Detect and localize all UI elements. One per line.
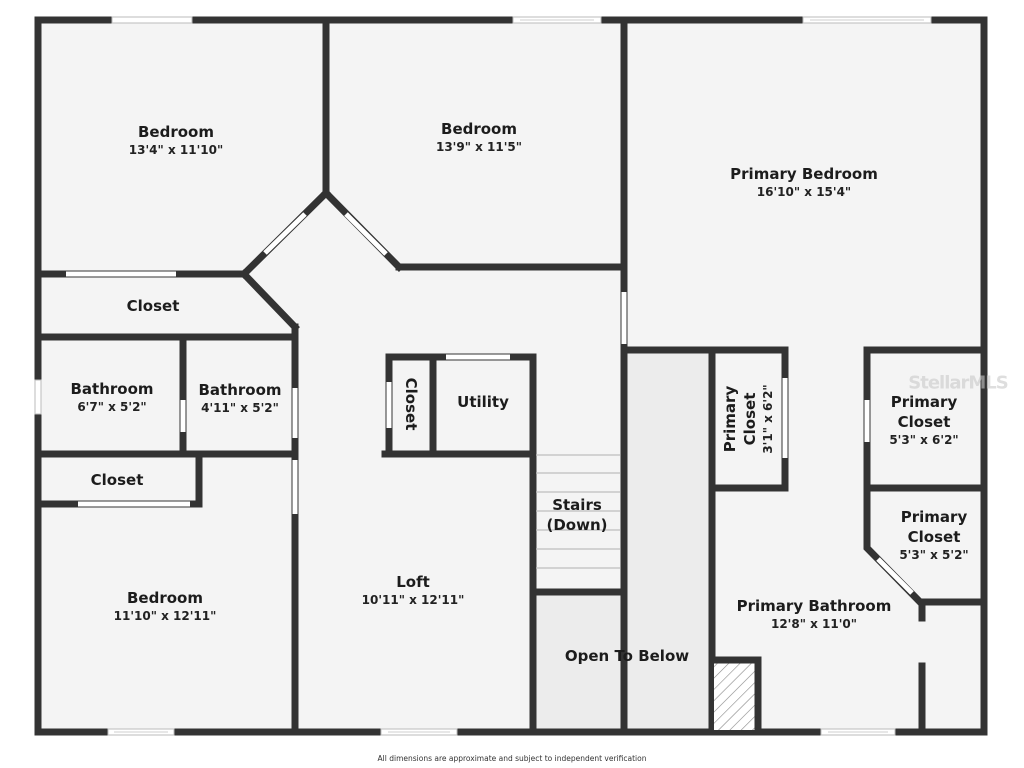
room-name-line2: Closet <box>907 528 961 546</box>
room-name-line1: Primary <box>721 385 739 453</box>
watermark-logo: StellarMLS <box>908 372 1008 394</box>
room-bathroom-1: Bathroom 6'7" x 5'2" <box>70 379 153 415</box>
room-dimensions: 10'11" x 12'11" <box>361 593 465 607</box>
room-closet-hall: Closet <box>401 378 421 431</box>
room-loft: Loft 10'11" x 12'11" <box>362 572 465 608</box>
room-closet-upper-left: Closet <box>127 296 180 316</box>
room-primary-closet-1: Primary Closet 3'1" x 6'2" <box>720 384 776 453</box>
open-to-below-area <box>536 352 710 732</box>
room-dimensions: 4'11" x 5'2" <box>201 401 279 415</box>
window <box>34 379 42 415</box>
hatched-area <box>714 662 758 730</box>
room-dimensions: 12'8" x 11'0" <box>770 617 858 631</box>
window <box>111 16 193 24</box>
room-primary-closet-3: Primary Closet 5'3" x 5'2" <box>899 507 968 563</box>
room-name: Primary Bedroom <box>730 165 878 183</box>
room-primary-bedroom: Primary Bedroom 16'10" x 15'4" <box>730 164 878 200</box>
footer-disclaimer: All dimensions are approximate and subje… <box>377 754 647 763</box>
room-dimensions: 5'3" x 6'2" <box>889 433 959 447</box>
room-stairs: Stairs (Down) <box>546 495 607 535</box>
room-primary-closet-2: Primary Closet 5'3" x 6'2" <box>889 392 958 448</box>
room-dimensions: 6'7" x 5'2" <box>77 400 147 414</box>
room-name-line1: Stairs <box>552 496 602 514</box>
room-name: Bedroom <box>138 123 214 141</box>
room-name: Bedroom <box>127 589 203 607</box>
room-name: Utility <box>457 393 509 411</box>
room-dimensions: 5'3" x 5'2" <box>899 548 969 562</box>
room-name-line2: (Down) <box>546 516 608 534</box>
room-name: Closet <box>402 377 420 431</box>
room-primary-bathroom: Primary Bathroom 12'8" x 11'0" <box>737 596 892 632</box>
room-utility: Utility <box>457 392 509 412</box>
exterior-wall <box>34 16 988 736</box>
room-bedroom-3: Bedroom 11'10" x 12'11" <box>114 588 217 624</box>
room-dimensions: 11'10" x 12'11" <box>113 609 217 623</box>
room-bedroom-2: Bedroom 13'9" x 11'5" <box>436 119 522 155</box>
room-dimensions: 13'4" x 11'10" <box>128 143 224 157</box>
room-name: Closet <box>90 471 144 489</box>
room-dimensions: 3'1" x 6'2" <box>761 384 775 454</box>
room-name: Bathroom <box>198 381 282 399</box>
room-name-line2: Closet <box>897 413 951 431</box>
room-name: Primary Bathroom <box>736 597 892 615</box>
room-bathroom-2: Bathroom 4'11" x 5'2" <box>198 380 281 416</box>
room-dimensions: 16'10" x 15'4" <box>756 185 852 199</box>
room-dimensions: 13'9" x 11'5" <box>435 140 523 154</box>
room-name: Closet <box>126 297 180 315</box>
room-closet-lower-left: Closet <box>91 470 144 490</box>
room-name: Bedroom <box>441 120 517 138</box>
floor-area <box>38 20 984 732</box>
room-bedroom-1: Bedroom 13'4" x 11'10" <box>129 122 223 158</box>
room-name-line1: Primary <box>890 393 958 411</box>
room-name: Bathroom <box>70 380 154 398</box>
room-name-line1: Primary <box>900 508 968 526</box>
room-name-line2: Closet <box>741 392 759 446</box>
room-name: Loft <box>396 573 430 591</box>
room-name: Open To Below <box>564 647 690 665</box>
room-open-to-below: Open To Below <box>565 646 689 666</box>
